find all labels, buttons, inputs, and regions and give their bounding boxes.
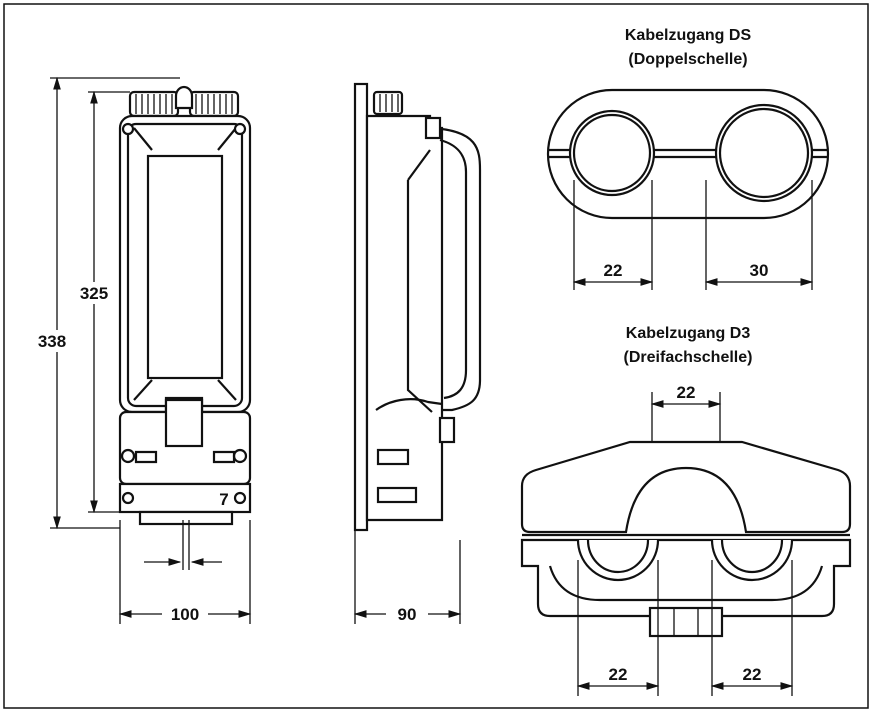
side-latch-upper [376, 448, 410, 466]
ds-dim-right: 30 [750, 261, 769, 280]
d3-dim-bottom-left: 22 [609, 665, 628, 684]
mounting-rail [118, 482, 252, 514]
dim-label-325: 325 [80, 284, 108, 303]
side-view: 90 [353, 82, 482, 625]
label-bg-325 [74, 282, 114, 304]
screw-bottom-right [233, 491, 247, 505]
screw-top-left [121, 122, 135, 136]
front-view: 338 325 [28, 76, 252, 625]
side-gland [372, 90, 404, 116]
clamp-d3-title: Kabelzugang D3 [626, 325, 751, 342]
ds-dim-left: 22 [604, 261, 623, 280]
dim-label-90: 90 [398, 605, 417, 624]
dim-label-100: 100 [171, 605, 199, 624]
double-clamp-bore-left [568, 109, 656, 197]
mounting-plate [353, 82, 369, 532]
clamp-d3: Kabelzugang D3 (Dreifachschelle) 22 22 2… [520, 325, 852, 696]
dim-label-338: 338 [38, 332, 66, 351]
triple-clamp-upper [520, 440, 852, 534]
triple-clamp-nut [648, 606, 724, 638]
clamp-ds-subtitle: (Doppelschelle) [628, 51, 747, 68]
double-clamp-bore-right [714, 103, 814, 203]
d3-dim-bottom-right: 22 [743, 665, 762, 684]
clamp-ds: Kabelzugang DS (Doppelschelle) 22 30 [546, 27, 830, 290]
lid-window [146, 154, 224, 380]
side-latch-lower [376, 486, 418, 504]
housing-body [118, 114, 252, 414]
d3-dim-top: 22 [677, 383, 696, 402]
drawing-frame [3, 3, 869, 709]
screw-mid-left [120, 448, 136, 464]
side-lid-profile [429, 126, 482, 412]
bottom-foot [138, 510, 234, 526]
label-bg-338 [28, 330, 76, 352]
clamp-ds-title: Kabelzugang DS [625, 27, 752, 44]
screw-top-right [233, 122, 247, 136]
dim-label-7: 7 [219, 490, 228, 509]
triple-clamp-bore-right [710, 539, 794, 582]
hanging-eye [174, 85, 194, 110]
triple-clamp-lower [520, 538, 852, 618]
screw-bottom-left [121, 491, 135, 505]
clamp-d3-subtitle: (Dreifachschelle) [624, 349, 753, 366]
side-hinge [424, 116, 442, 140]
triple-clamp-bore-left [576, 539, 660, 582]
screw-mid-right [232, 448, 248, 464]
